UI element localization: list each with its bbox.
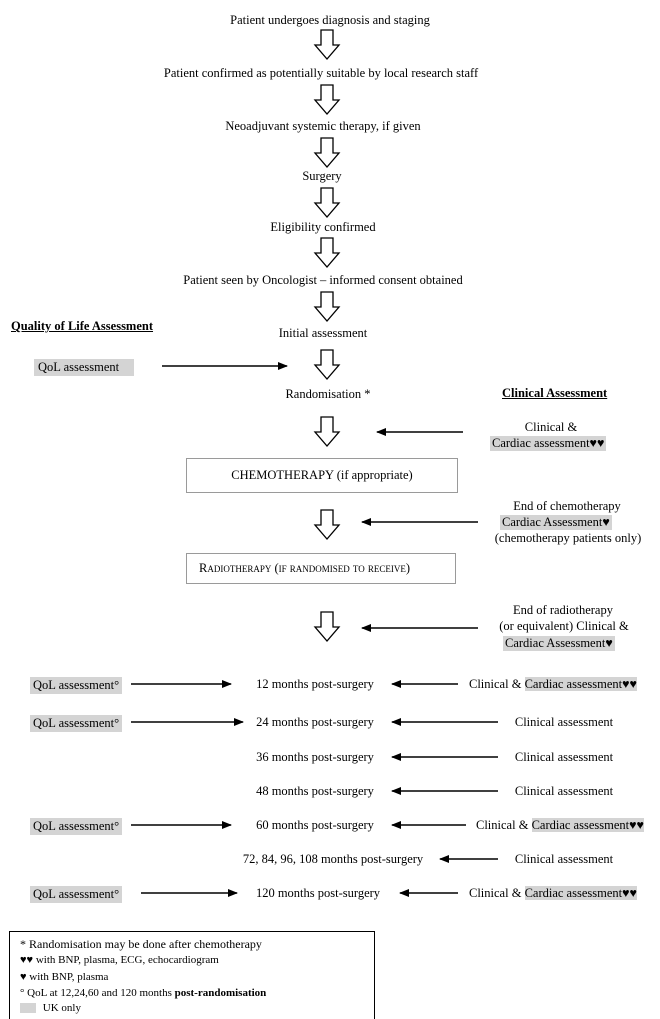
clinical-48: Clinical assessment bbox=[514, 784, 614, 798]
clinical-36: Clinical assessment bbox=[514, 750, 614, 764]
legend-double-heart: ♥♥ with BNP, plasma, ECG, echocardiogram bbox=[20, 954, 219, 966]
timepoint-72-108: 72, 84, 96, 108 months post-surgery bbox=[242, 852, 424, 866]
clinical-header: Clinical Assessment bbox=[502, 386, 608, 400]
timepoint-120: 120 months post-surgery bbox=[255, 886, 381, 900]
step-randomisation: Randomisation * bbox=[285, 387, 371, 401]
step-neoadjuvant: Neoadjuvant systemic therapy, if given bbox=[225, 119, 421, 133]
step-surgery: Surgery bbox=[302, 169, 342, 183]
qol-assessment-label: QoL assessment bbox=[30, 358, 140, 377]
down-arrow-icon bbox=[314, 611, 340, 642]
timepoint-12: 12 months post-surgery bbox=[256, 677, 374, 691]
qol-120-label: QoL assessment° bbox=[30, 886, 123, 903]
legend-qol-timing: ° QoL at 12,24,60 and 120 months post-ra… bbox=[20, 987, 267, 999]
down-arrow-icon bbox=[314, 84, 340, 115]
step-consent: Patient seen by Oncologist – informed co… bbox=[183, 273, 463, 287]
chemotherapy-label: CHEMOTHERAPY (if appropriate) bbox=[231, 468, 413, 482]
radiotherapy-box: Radiotherapy (if randomised to receive) bbox=[186, 553, 456, 584]
end-radio-cardiac: Cardiac Assessment♥ bbox=[503, 636, 615, 651]
timepoint-24: 24 months post-surgery bbox=[256, 715, 374, 729]
qol-60-label: QoL assessment° bbox=[30, 818, 123, 835]
timepoint-60: 60 months post-surgery bbox=[256, 818, 374, 832]
timepoint-48: 48 months post-surgery bbox=[256, 784, 374, 798]
end-chemo-note: (chemotherapy patients only) bbox=[494, 531, 642, 545]
legend-single-heart: ♥ with BNP, plasma bbox=[20, 971, 109, 983]
end-chemo-label: End of chemotherapy bbox=[513, 499, 621, 513]
down-arrow-icon bbox=[314, 509, 340, 540]
cardiac-assessment-hh: Cardiac assessment♥♥ bbox=[490, 436, 607, 451]
chemotherapy-box: CHEMOTHERAPY (if appropriate) bbox=[186, 458, 458, 493]
down-arrow-icon bbox=[314, 187, 340, 218]
highlight-swatch bbox=[20, 1003, 36, 1014]
down-arrow-icon bbox=[314, 291, 340, 322]
down-arrow-icon bbox=[314, 237, 340, 268]
step-eligibility: Eligibility confirmed bbox=[270, 220, 376, 234]
step-initial-assessment: Initial assessment bbox=[278, 326, 368, 340]
down-arrow-icon bbox=[314, 29, 340, 60]
clinical-120: Clinical & Cardiac assessment♥♥ bbox=[469, 886, 637, 900]
timepoint-36: 36 months post-surgery bbox=[256, 750, 374, 764]
down-arrow-icon bbox=[314, 137, 340, 168]
step-diagnosis: Patient undergoes diagnosis and staging bbox=[230, 13, 430, 27]
end-chemo-cardiac: Cardiac Assessment♥ bbox=[500, 515, 612, 530]
step-confirmed-suitable: Patient confirmed as potentially suitabl… bbox=[163, 66, 479, 80]
clinical-12: Clinical & Cardiac assessment♥♥ bbox=[469, 677, 637, 691]
clinical-72-108: Clinical assessment bbox=[514, 852, 614, 866]
legend-uk-only: UK only bbox=[20, 1002, 81, 1015]
qol-24-label: QoL assessment° bbox=[30, 715, 123, 732]
clinical-24: Clinical assessment bbox=[514, 715, 614, 729]
clinical-label: Clinical & bbox=[524, 420, 578, 434]
radiotherapy-label: Radiotherapy (if randomised to receive) bbox=[199, 561, 410, 575]
legend-box: * Randomisation may be done after chemot… bbox=[9, 931, 375, 1019]
clinical-60: Clinical & Cardiac assessment♥♥ bbox=[476, 818, 644, 832]
end-radio-equivalent: (or equivalent) Clinical & bbox=[499, 619, 629, 633]
down-arrow-icon bbox=[314, 416, 340, 447]
qol-12-label: QoL assessment° bbox=[30, 677, 123, 694]
qol-header: Quality of Life Assessment bbox=[11, 319, 154, 333]
end-radio-label: End of radiotherapy bbox=[513, 603, 613, 617]
down-arrow-icon bbox=[314, 349, 340, 380]
legend-randomisation-note: * Randomisation may be done after chemot… bbox=[20, 937, 262, 951]
